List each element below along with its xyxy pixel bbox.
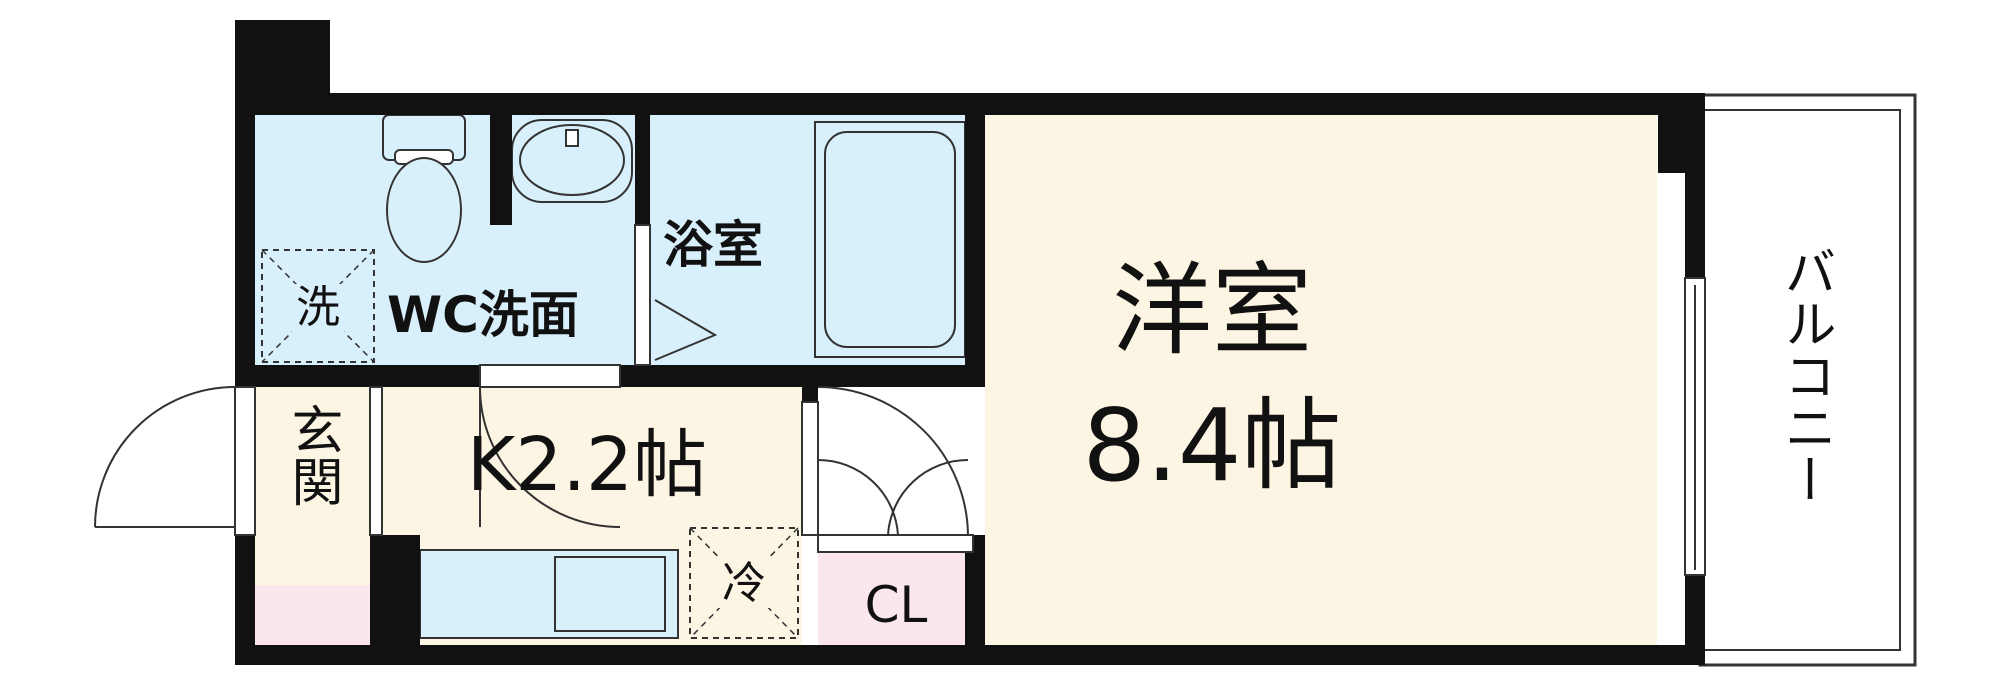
kitchen-counter-icon (419, 549, 679, 639)
western-room-floor (985, 115, 1657, 645)
entrance-storage (255, 585, 370, 645)
kitchen-label: K2.2帖 (467, 422, 707, 508)
washing-machine-space: 洗 (261, 249, 375, 363)
balcony-label: バルコニー (1775, 245, 1835, 505)
window-frames (234, 224, 1706, 576)
western-room-name: 洋室 (1112, 252, 1312, 369)
bathtub-icon (814, 121, 966, 358)
closet-door-icon (817, 386, 969, 536)
kitchen-door-icon (479, 386, 621, 528)
entrance-door-icon (94, 386, 236, 528)
walls (235, 20, 1705, 665)
bathroom-door-icon (654, 299, 718, 361)
entrance-label: 玄関 (282, 403, 342, 507)
closet-floor (818, 552, 973, 645)
washing-machine-label: 洗 (296, 282, 340, 333)
bathroom-label: 浴室 (663, 216, 763, 274)
closet-label: CL (865, 576, 928, 634)
toilet-icon (382, 114, 466, 263)
refrigerator-label: 冷 (722, 558, 766, 609)
washbasin-icon (511, 119, 633, 203)
balcony (1698, 93, 1917, 667)
western-room-size: 8.4帖 (1082, 387, 1341, 504)
refrigerator-space: 冷 (689, 527, 799, 639)
wc-washroom-label: WC洗面 (387, 286, 579, 344)
